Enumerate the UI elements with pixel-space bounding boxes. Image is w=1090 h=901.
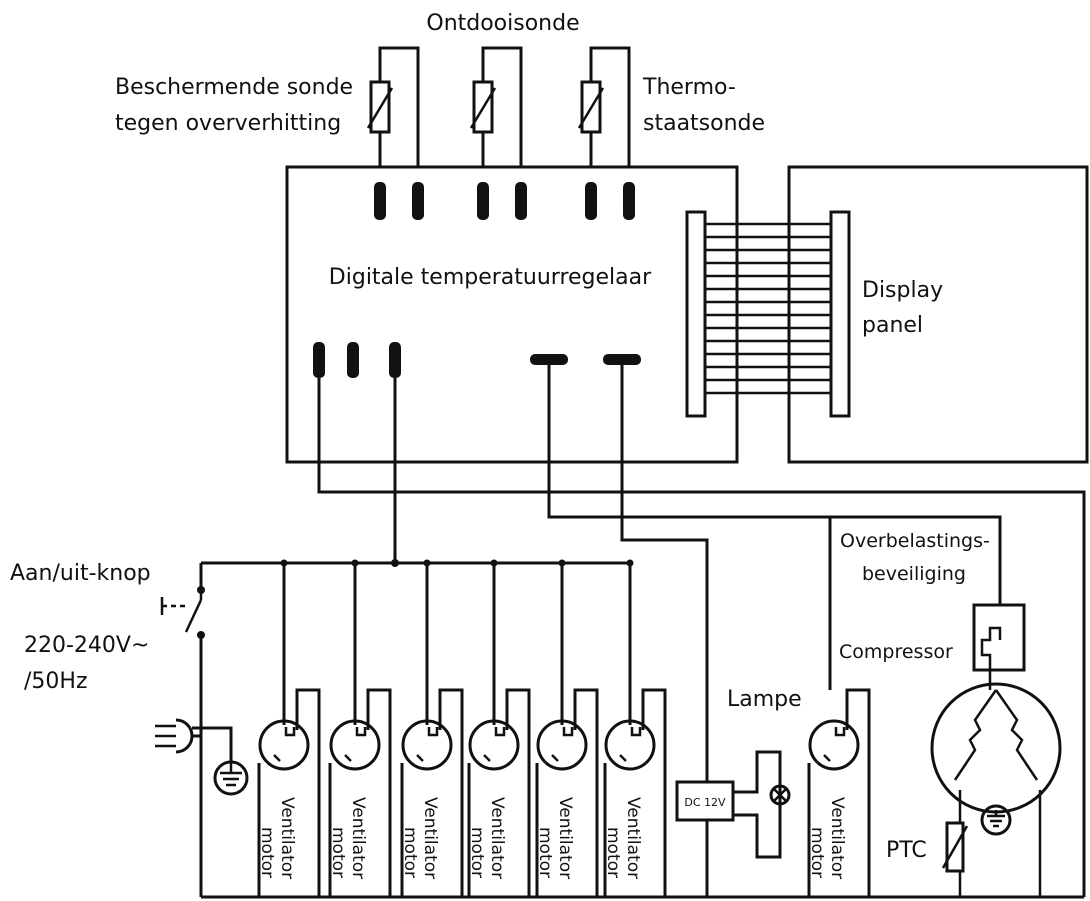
fan-motor-label-line2: motor bbox=[807, 827, 827, 878]
fan-motor-label-line1: Ventilator bbox=[420, 797, 440, 879]
fan-motor-label-line2: motor bbox=[467, 827, 487, 878]
overload-label-line1: Overbelastings- bbox=[840, 530, 990, 552]
overheat-probe bbox=[366, 46, 420, 190]
fan-motor-label-line1: Ventilator bbox=[827, 797, 847, 879]
junction-dot bbox=[391, 559, 399, 567]
ptc-label: PTC bbox=[886, 838, 927, 863]
defrost-probe-label: Ontdooisonde bbox=[426, 11, 579, 36]
power-switch: Aan/uit-knop 220-240V~ /50Hz bbox=[10, 561, 205, 694]
fan-motor-label-line1: Ventilator bbox=[277, 797, 297, 879]
fan-motor-label-line2: motor bbox=[603, 827, 623, 878]
fan-motor-label-line1: Ventilator bbox=[487, 797, 507, 879]
power-switch-label: Aan/uit-knop bbox=[10, 561, 151, 586]
defrost-probe bbox=[469, 46, 523, 190]
dc-supply: DC 12V bbox=[675, 780, 735, 822]
temperature-controller: Digitale temperatuurregelaar bbox=[285, 165, 739, 464]
overload-label-line2: beveiliging bbox=[862, 563, 966, 585]
power-plug bbox=[155, 718, 233, 762]
fan-motor-label-line2: motor bbox=[400, 827, 420, 878]
controller-label: Digitale temperatuurregelaar bbox=[329, 265, 652, 290]
voltage-label-line2: /50Hz bbox=[24, 669, 88, 694]
thermostat-probe-label-line2: staatsonde bbox=[643, 111, 765, 136]
ptc-element: PTC bbox=[886, 821, 969, 873]
wiring bbox=[199, 365, 1086, 899]
display-label-line2: panel bbox=[862, 313, 923, 338]
fan-motor-label-line2: motor bbox=[535, 827, 555, 878]
display-label-line1: Display bbox=[862, 278, 943, 303]
display-panel: Display panel bbox=[685, 165, 1089, 464]
overload-protector: Overbelastings- beveiliging bbox=[840, 530, 1026, 690]
fan-motor-label-line2: motor bbox=[328, 827, 348, 878]
lamp-label: Lampe bbox=[727, 687, 802, 712]
fan-motor-label-line1: Ventilator bbox=[348, 797, 368, 879]
fan-motor-label-line1: Ventilator bbox=[623, 797, 643, 879]
overheat-probe-label-line2: tegen oververhitting bbox=[115, 111, 341, 136]
voltage-label-line1: 220-240V~ bbox=[24, 633, 149, 658]
probe-group: Ontdooisonde Beschermende sonde tegen ov… bbox=[115, 11, 765, 190]
dc-supply-label: DC 12V bbox=[684, 796, 726, 809]
thermostat-probe-label-line1: Thermo- bbox=[642, 75, 736, 100]
thermostat-probe bbox=[577, 46, 631, 190]
fan-motor-label-line2: motor bbox=[257, 827, 277, 878]
compressor-label: Compressor bbox=[839, 641, 953, 663]
overheat-probe-label-line1: Beschermende sonde bbox=[115, 75, 353, 100]
lamp: Lampe bbox=[727, 687, 802, 859]
ground-symbol bbox=[213, 760, 249, 796]
fan-motor-label-line1: Ventilator bbox=[555, 797, 575, 879]
